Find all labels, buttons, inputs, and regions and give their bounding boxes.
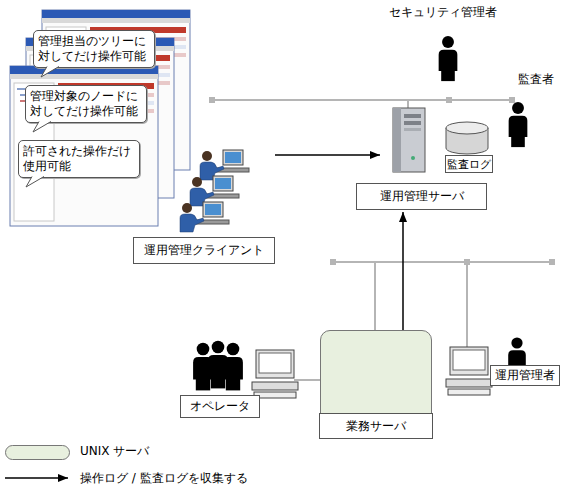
role-label: 監査者: [512, 72, 560, 87]
legend-text: 操作ログ / 監査ログを収集する: [80, 471, 248, 485]
node-label: 運用管理者: [495, 368, 555, 383]
legend-arrow-sample: [5, 477, 68, 479]
callout-bubble: 許可された操作だけ 使用可能: [18, 140, 140, 178]
label-box: 監査ログ: [445, 155, 493, 173]
callout-tail: [41, 67, 59, 78]
callout-tail: [26, 177, 44, 188]
pc-icon: [446, 347, 492, 395]
log-collection-arrow: [402, 212, 404, 330]
callout-tail: [18, 140, 58, 190]
unix-server-box: 業務サーバ: [320, 330, 432, 430]
label-box: オペレータ: [180, 395, 260, 418]
callout-bubble: 管理担当のツリーに 対してだけ操作可能: [33, 30, 155, 68]
network-node: [549, 259, 555, 265]
callout-tail: [33, 122, 51, 133]
callout-tail: [33, 30, 73, 80]
network-node: [330, 259, 336, 265]
server-icon: [393, 108, 425, 172]
callout-text: 許可された操作だけ 使用可能: [23, 144, 135, 174]
callout-bubble: 管理対象のノードに 対してだけ操作可能: [25, 85, 147, 123]
network-node: [464, 259, 470, 265]
node-label: オペレータ: [190, 399, 250, 414]
network-line: [333, 261, 552, 263]
network-node: [209, 97, 215, 103]
legend-text: UNIX サーバ: [80, 444, 149, 459]
callout-tail: [25, 85, 65, 135]
auditor-icon: [509, 102, 528, 147]
legend-swatch: [5, 445, 70, 460]
network-line: [407, 100, 409, 108]
operator-icon: [193, 343, 213, 391]
server-group: 運用管理サーバ: [380, 100, 487, 212]
callout-text: 管理対象のノードに 対してだけ操作可能: [30, 89, 142, 119]
network-line: [212, 99, 512, 101]
network-line: [294, 379, 320, 381]
label-box: 運用管理者: [490, 365, 560, 386]
node-label: 運用管理クライアント: [133, 237, 275, 264]
role-label: セキュリティ管理者: [378, 5, 508, 20]
security-admin-icon: [439, 36, 458, 81]
node-label: 監査ログ: [447, 157, 491, 172]
node-label: 業務サーバ: [319, 413, 433, 439]
screen-window: [10, 66, 158, 226]
pc-icon: [252, 350, 298, 398]
log-collection-arrow: [275, 154, 380, 156]
database-cylinder: [446, 122, 488, 154]
operator-worker: [180, 202, 229, 232]
network-line: [374, 262, 376, 330]
network-node: [446, 97, 452, 103]
node-label: 運用管理サーバ: [356, 183, 487, 210]
server-group: 運用管理クライアント: [133, 140, 275, 264]
callout-text: 管理担当のツリーに 対してだけ操作可能: [38, 34, 150, 64]
network-node: [509, 97, 515, 103]
network-line: [466, 262, 468, 347]
database-cylinder: [446, 122, 488, 134]
